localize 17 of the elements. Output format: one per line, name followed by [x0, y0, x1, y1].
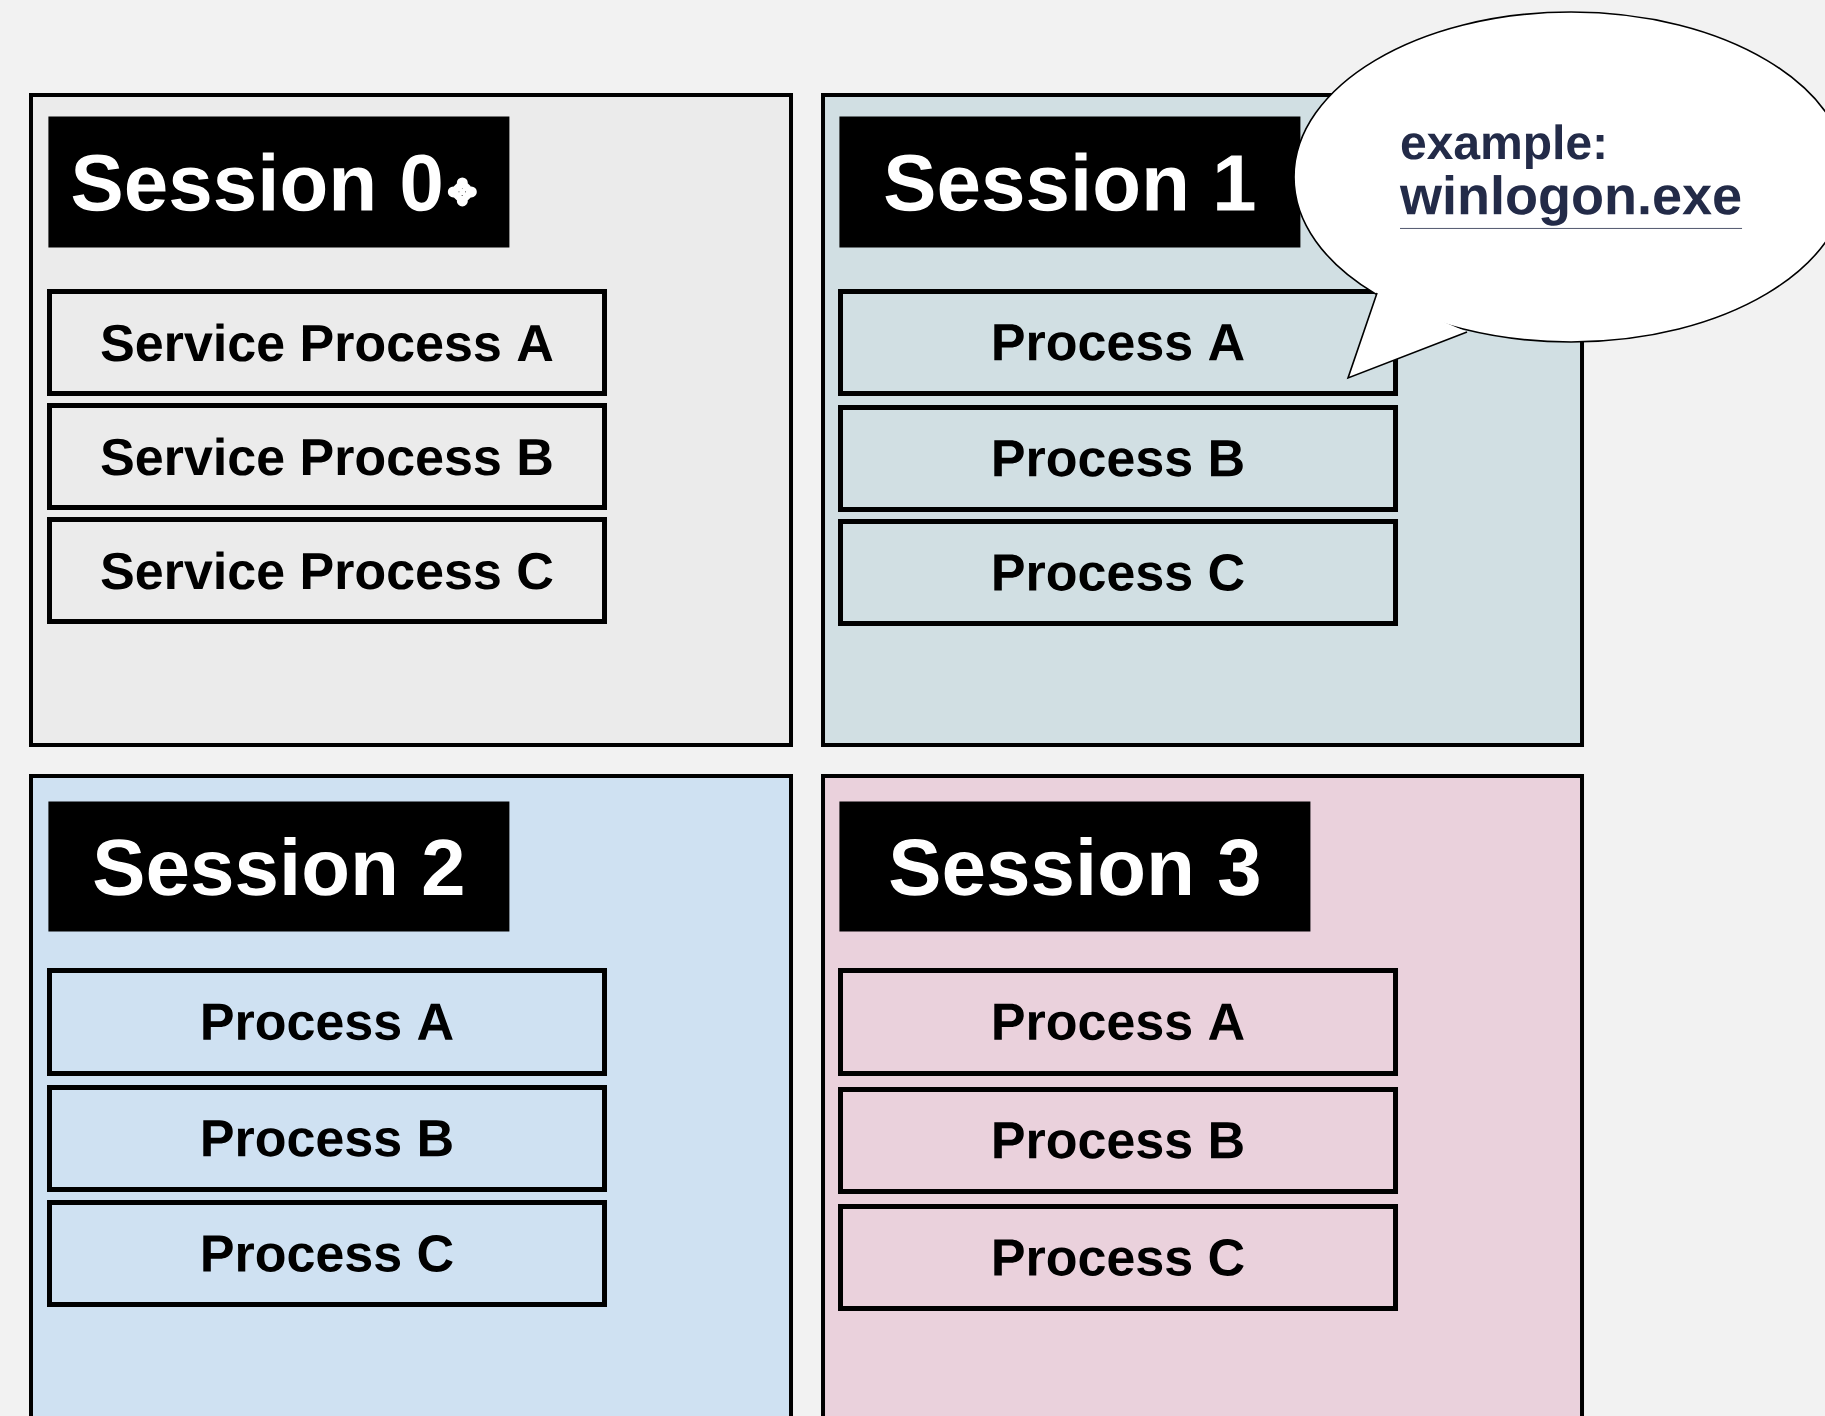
session-header: Session 3: [839, 801, 1311, 932]
process-box: Process C: [838, 1204, 1398, 1311]
process-box: Process C: [47, 1200, 607, 1307]
process-box: Service Process B: [47, 403, 607, 510]
session-header: Session 1: [839, 116, 1301, 248]
process-box: Service Process A: [47, 289, 607, 396]
process-box: Process A: [47, 968, 607, 1076]
process-box: Process B: [47, 1085, 607, 1192]
session-header: Session 2: [48, 801, 510, 932]
process-box: Process B: [838, 405, 1398, 512]
process-box: Process A: [838, 968, 1398, 1076]
process-box: Process B: [838, 1087, 1398, 1194]
process-box: Service Process C: [47, 517, 607, 624]
process-box: Process A: [838, 289, 1398, 396]
speech-bubble: example: winlogon.exe: [1293, 11, 1825, 380]
session-header: Session 0: [48, 116, 510, 248]
process-box: Process C: [838, 519, 1398, 626]
